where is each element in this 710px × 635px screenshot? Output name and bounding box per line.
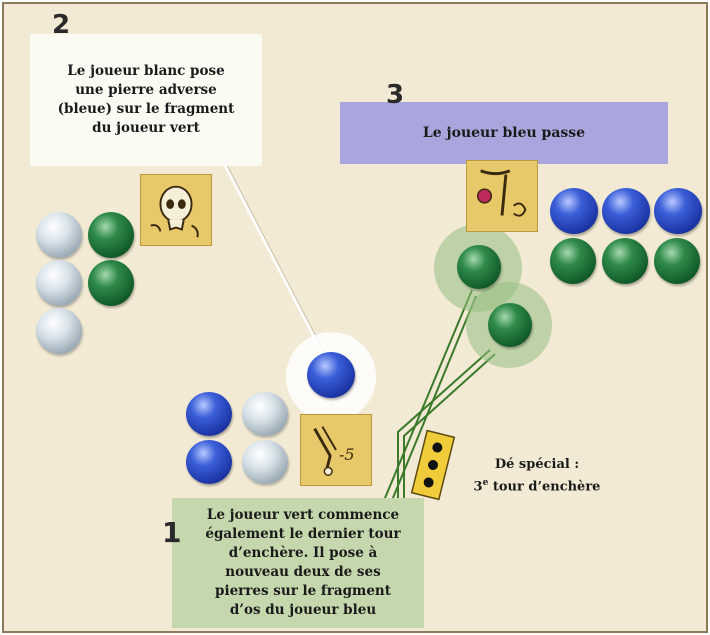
step2-line: une pierre adverse <box>75 82 217 98</box>
tile-value: -5 <box>339 445 355 464</box>
connector-line-white <box>210 139 324 353</box>
skull-icon <box>140 174 212 246</box>
step2-number: 2 <box>52 10 71 40</box>
connector-line-4 <box>403 353 496 510</box>
step1-text: Le joueur vert commence également le der… <box>205 506 400 620</box>
step1-panel: Le joueur vert commence également le der… <box>172 498 424 628</box>
bone-fragment-icon <box>466 160 538 232</box>
special-die-line2: 3e tour d’enchère <box>473 477 601 495</box>
step2-line: (bleue) sur le fragment <box>57 101 235 117</box>
step2-text: Le joueur blanc pose une pierre adverse … <box>58 62 235 138</box>
step1-line: Le joueur vert commence <box>206 507 400 523</box>
bone-fragment-icon: -5 <box>300 414 372 486</box>
special-die-label: Dé spécial : 3e tour d’enchère <box>462 456 612 496</box>
step2-panel: Le joueur blanc pose une pierre adverse … <box>30 34 262 166</box>
step1-line: d’enchère. Il pose à <box>228 545 378 561</box>
special-die-line1: Dé spécial : <box>494 456 580 472</box>
stone-white <box>242 440 288 484</box>
stone-green <box>550 238 596 284</box>
step3-text: Le joueur bleu passe <box>422 125 586 141</box>
stone-white <box>36 260 82 306</box>
step3-number: 3 <box>386 80 405 110</box>
stone-blue <box>186 440 232 484</box>
stone-white <box>36 212 82 258</box>
connector-line-1 <box>379 289 473 511</box>
stone-green <box>88 260 134 306</box>
stone-blue <box>186 392 232 436</box>
stone-green-placed <box>488 303 532 347</box>
stone-green-placed <box>457 245 501 289</box>
step1-number: 1 <box>162 516 182 549</box>
stone-blue <box>602 188 650 234</box>
step1-line: pierres sur le fragment <box>215 583 391 599</box>
step1-line: également le dernier tour <box>205 526 401 542</box>
stone-green <box>654 238 700 284</box>
step2-line: du joueur vert <box>92 120 200 136</box>
connector-line-3 <box>397 349 491 510</box>
stone-white <box>36 308 82 354</box>
stone-blue <box>550 188 598 234</box>
special-die-icon <box>410 429 456 501</box>
step1-line: d’os du joueur bleu <box>229 602 377 618</box>
stone-blue <box>654 188 702 234</box>
step2-line: Le joueur blanc pose <box>67 63 225 79</box>
stone-green <box>88 212 134 258</box>
stone-blue-placed <box>307 352 355 398</box>
step3-panel: Le joueur bleu passe <box>340 102 668 164</box>
step1-line: nouveau deux de ses <box>225 564 381 580</box>
stone-green <box>602 238 648 284</box>
stone-white <box>242 392 288 436</box>
